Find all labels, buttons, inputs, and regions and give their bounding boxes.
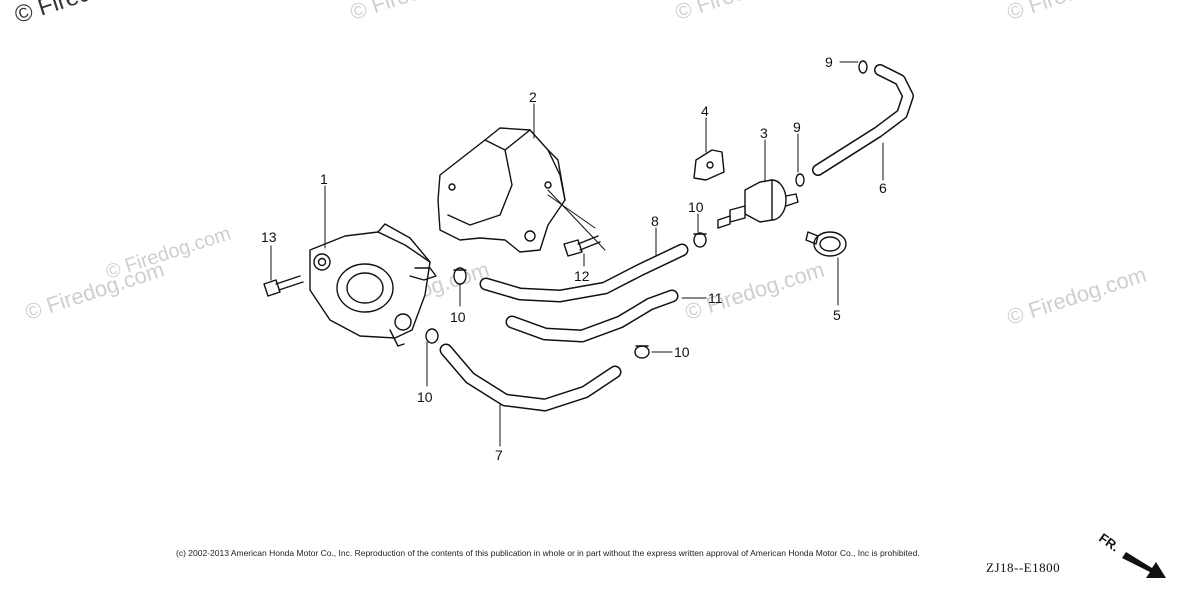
- front-arrow-icon: [1122, 552, 1166, 578]
- callout-10b: 10: [417, 389, 433, 405]
- part-2-bracket: [437, 127, 566, 253]
- callout-3: 3: [760, 125, 768, 141]
- part-10-clip-a: [453, 267, 467, 285]
- callout-4: 4: [701, 103, 709, 119]
- callout-6: 6: [879, 180, 887, 196]
- part-11-hose: [505, 289, 679, 343]
- callout-2: 2: [529, 89, 537, 105]
- part-5-clamp: [805, 231, 847, 257]
- callout-10c: 10: [688, 199, 704, 215]
- part-9-clip-a: [858, 60, 868, 74]
- callout-1: 1: [320, 171, 328, 187]
- callout-7: 7: [495, 447, 503, 463]
- part-10-clip-b: [425, 328, 439, 344]
- part-1-insulator-body: [309, 223, 437, 347]
- part-10-clip-d: [634, 345, 650, 359]
- callout-9a: 9: [825, 54, 833, 70]
- callout-11: 11: [708, 290, 723, 306]
- part-6-hose: [812, 64, 914, 176]
- callout-labels: 1 2 3 4 5 6 7 8 9 9 10 10 10 10 11 12 13: [261, 54, 887, 463]
- callout-9b: 9: [793, 119, 801, 135]
- part-12-bolt: [563, 235, 601, 257]
- front-marker-label: FR.: [1096, 530, 1122, 554]
- part-7-hose: [439, 343, 622, 412]
- part-8-hose: [479, 243, 689, 303]
- part-3-fuel-pump: [717, 179, 799, 229]
- callout-10a: 10: [450, 309, 466, 325]
- leader-lines: [270, 61, 884, 447]
- front-direction-marker: FR.: [1096, 530, 1166, 578]
- callout-10d: 10: [674, 344, 690, 360]
- part-4-clip: [693, 149, 725, 181]
- callout-8: 8: [651, 213, 659, 229]
- callout-5: 5: [833, 307, 841, 323]
- part-13-bolt: [263, 275, 304, 297]
- part-10-clip-c: [693, 232, 707, 248]
- drawing-number: ZJ18--E1800: [986, 560, 1061, 575]
- part-9-clip-b: [795, 173, 805, 187]
- callout-13: 13: [261, 229, 277, 245]
- callout-12: 12: [574, 268, 590, 284]
- copyright-notice: (c) 2002-2013 American Honda Motor Co., …: [176, 548, 920, 558]
